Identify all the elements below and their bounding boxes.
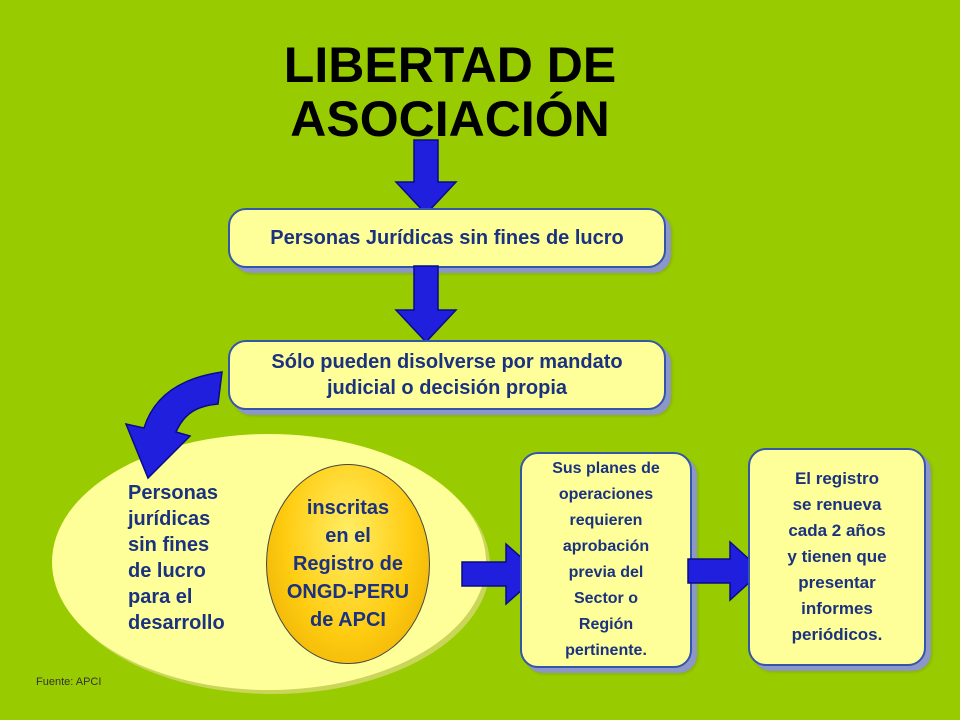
box-registro-renueva: El registro se renueva cada 2 años y tie… (748, 448, 926, 666)
arrow-down-icon (394, 265, 458, 344)
arrow-right-icon (687, 540, 764, 602)
circle-line-3: Registro de (292, 553, 403, 575)
box3-line-8: pertinente. (565, 642, 647, 659)
box-disolucion: Sólo pueden disolverse por mandato judic… (228, 340, 666, 410)
ellipse-line-2: jurídicas (128, 508, 211, 530)
source-note: Fuente: APCI (36, 676, 102, 688)
box-personas-juridicas: Personas Jurídicas sin fines de lucro (228, 208, 666, 268)
box4-line-2: se renueva (792, 495, 882, 514)
ellipse-text: Personas jurídicas sin fines de lucro pa… (128, 480, 268, 636)
box3-line-5: previa del (568, 564, 644, 581)
box3-line-1: Sus planes de (552, 460, 660, 477)
box3-line-3: requieren (569, 512, 643, 529)
arrow-curved-icon (124, 371, 223, 480)
box4-line-7: periódicos. (791, 625, 883, 644)
circle-registro-ongd: inscritas en el Registro de ONGD-PERU de… (266, 464, 430, 664)
ellipse-line-6: desarrollo (128, 612, 225, 634)
circle-line-4: ONGD-PERU (286, 581, 410, 603)
circle-line-1: inscritas (306, 497, 390, 519)
box-planes-operaciones: Sus planes de operaciones requieren apro… (520, 452, 692, 668)
box2-line-2: judicial o decisión propia (326, 377, 568, 399)
box4-line-4: y tienen que (787, 547, 887, 566)
box3-line-7: Región (578, 616, 634, 633)
ellipse-line-4: de lucro (128, 560, 206, 582)
ellipse-line-3: sin fines (128, 534, 210, 556)
title-line-1: LIBERTAD DE (283, 37, 617, 93)
circle-line-2: en el (325, 525, 371, 547)
box4-line-1: El registro (794, 469, 880, 488)
arrow-down-icon (394, 139, 458, 216)
box1-text: Personas Jurídicas sin fines de lucro (270, 226, 624, 249)
title-line-2: ASOCIACIÓN (290, 91, 610, 147)
box4-line-3: cada 2 años (788, 521, 886, 540)
ellipse-line-5: para el (128, 586, 193, 608)
box4-line-6: informes (801, 599, 873, 618)
circle-line-5: de APCI (310, 609, 386, 631)
box3-line-6: Sector o (573, 590, 638, 607)
box3-line-2: operaciones (558, 486, 654, 503)
box3-line-4: aprobación (562, 538, 650, 555)
ellipse-line-1: Personas (128, 482, 219, 504)
box4-line-5: presentar (798, 573, 876, 592)
page-title: LIBERTAD DE ASOCIACIÓN (230, 38, 670, 146)
box2-line-1: Sólo pueden disolverse por mandato (271, 351, 623, 373)
